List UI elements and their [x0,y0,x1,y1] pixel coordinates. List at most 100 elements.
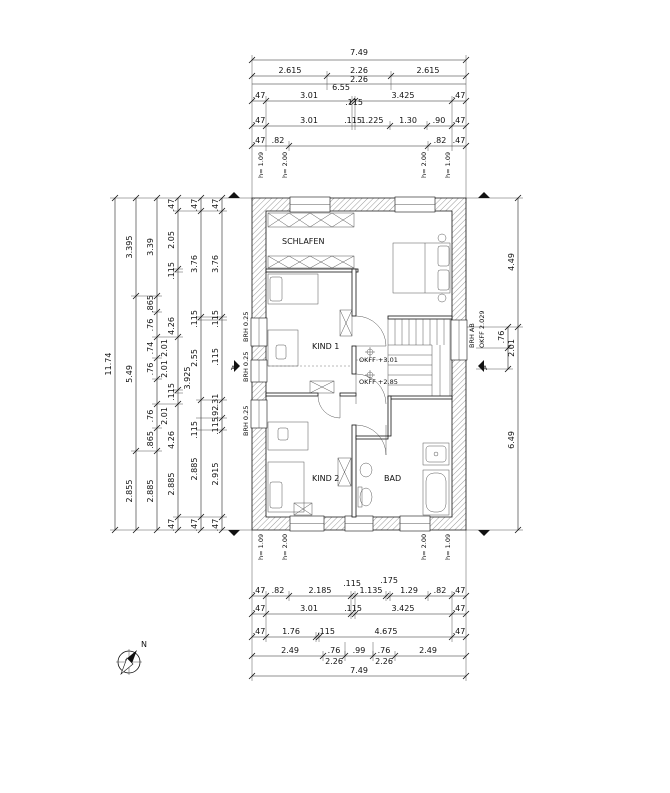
dim-top-label: 3.01 [300,91,318,100]
okff-label: OKFF +3.01 [359,356,398,364]
north-label: N [141,640,147,649]
room-label-schlafen: SCHLAFEN [282,237,324,246]
dim-top-label: h= 1.09 [444,152,452,178]
interior-walls [265,268,453,518]
section-marker-icon [228,530,240,536]
dim-left-label: 2.01 [160,339,169,357]
dim-top-label: .115 [345,98,363,107]
section-label: A [483,364,488,372]
dim-bottom-label: .82 [434,586,447,595]
dim-bottom-label: 2.26 [375,657,393,666]
dim-top-label: .115 [344,116,362,125]
dim-top-label: 1.225 [361,116,384,125]
double-bed [392,233,451,303]
dim-top-label: .47 [453,116,466,125]
dim-bottom-label: .99 [353,646,366,655]
dim-bottom-label: 1.135 [360,586,383,595]
dim-left-label: .76 [146,363,155,376]
door-swings [268,315,387,456]
dim-left-label: 3.39 [146,238,155,256]
dim-bottom-total: 7.49 [350,666,368,675]
dim-left-label: 2.01 [160,360,169,378]
dim-left-label: .115 [190,421,199,439]
dim-left-label: .865 [146,431,155,449]
dim-top-label: 3.01 [300,116,318,125]
right-dimensions: 4.49 6.49 .76 2.01 [466,194,523,534]
dim-bottom-label: .115 [344,604,362,613]
dim-bottom-label: h= 1.09 [444,534,452,560]
dim-left-label: .92 [211,406,220,419]
dim-left-label: .115 [211,348,220,366]
dim-left-label: .115 [190,310,199,328]
dim-bottom-label: 2.49 [419,646,437,655]
dim-left-label: .76 [146,319,155,332]
dim-left-label: .115 [211,310,220,328]
dim-top-label: 2.615 [417,66,440,75]
dim-left-label: 2.885 [146,480,155,503]
room-label-bad: BAD [384,474,401,483]
dim-left-label: .31 [211,394,220,407]
dim-bottom-label: h= 2.00 [420,534,428,560]
dim-left-label: .47 [190,519,199,532]
okff-label: OKFF +2.85 [359,378,398,386]
dim-bottom-label: .47 [453,586,466,595]
brh-label: BRH 0.25 [242,406,250,436]
section-markers: A A [228,192,490,536]
dim-bottom-label: 1.76 [282,627,300,636]
dim-bottom-label: .47 [453,604,466,613]
dim-bottom-label: .47 [453,627,466,636]
dim-right-label: 6.49 [507,431,516,449]
left-dimensions: 11.74 3.395 5.49 2.855 3.39 .865 .76 .74… [104,194,252,534]
dim-top-label: .47 [253,136,266,145]
dim-top-label: .82 [272,136,285,145]
dim-bottom-label: 3.425 [392,604,415,613]
dim-top-label: h= 2.00 [420,152,428,178]
brh-label: BRH 0.25 [242,312,250,342]
dim-bottom-label: 2.185 [309,586,332,595]
staircase [356,318,451,397]
bottom-dimensions: h= 1.09 h= 2.00 h= 2.00 h= 1.09 .47 .82 … [248,530,470,681]
dim-bottom-label: .115 [343,579,361,588]
dim-right-label: .76 [497,331,506,344]
dim-left-label: 4.26 [167,431,176,449]
dim-bottom-label: .115 [317,627,335,636]
dim-left-label: 11.74 [104,353,113,376]
dim-bottom-label: 2.49 [281,646,299,655]
dim-right-label: 2.01 [507,339,516,357]
dim-bottom-label: .47 [253,627,266,636]
dim-left-label: 3.76 [211,255,220,273]
dim-left-label: .47 [211,199,220,212]
dim-left-label: 3.925 [183,367,192,390]
dim-left-label: 2.885 [167,473,176,496]
dim-bottom-label: .47 [253,604,266,613]
dim-left-label: 2.855 [125,480,134,503]
dim-left-label: .47 [211,519,220,532]
dim-top-total: 7.49 [350,48,368,57]
dim-top-label: .90 [433,116,446,125]
dim-top-label: .47 [453,91,466,100]
dim-left-label: 3.76 [190,255,199,273]
dim-bottom-label: h= 2.00 [281,534,289,560]
dim-bottom-label: 4.675 [375,627,398,636]
section-label: A [231,364,236,372]
wardrobe [267,212,355,269]
dim-left-label: 2.05 [167,231,176,249]
top-dimensions: 7.49 2.615 2.26 2.615 6.55 2.26 .47 3.01… [248,48,470,200]
dim-bottom-label: .47 [253,586,266,595]
room-label-kind2: KIND 2 [312,474,339,483]
dim-left-label: 2.915 [211,463,220,486]
dim-left-label: .115 [167,383,176,401]
section-marker-icon [228,192,240,198]
dim-bottom-label: 1.29 [400,586,418,595]
building-outline [250,196,468,532]
dim-left-label: .47 [190,199,199,212]
dim-left-label: 2.885 [190,458,199,481]
dim-bottom-label: h= 1.09 [257,534,265,560]
dim-bottom-label: .76 [378,646,391,655]
north-arrow-icon: N [116,640,147,675]
dim-left-label: .76 [146,410,155,423]
dim-bottom-label: .82 [272,586,285,595]
dim-left-label: 2.01 [160,407,169,425]
dim-bottom-label: .76 [328,646,341,655]
